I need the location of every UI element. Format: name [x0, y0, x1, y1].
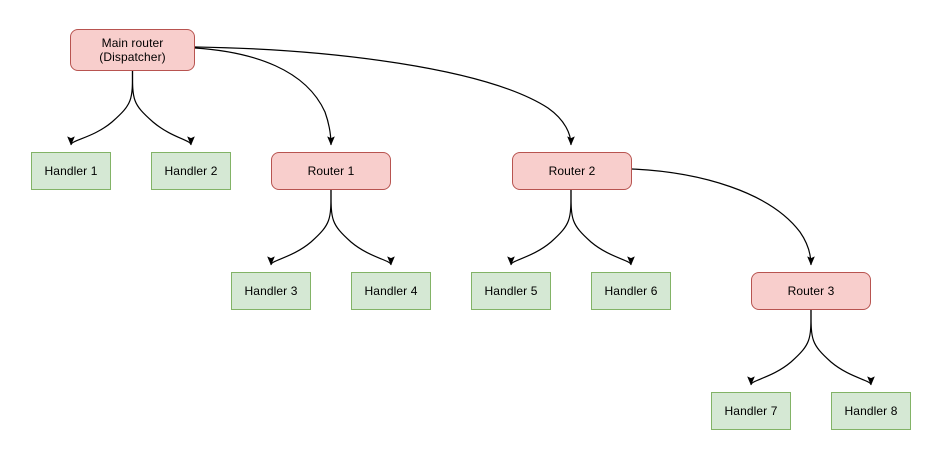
edge-main-to-handler-1: [67, 70, 134, 146]
node-handler-4-label: Handler 4: [364, 284, 418, 298]
edge-main-to-router-1: [194, 47, 335, 146]
node-handler-8[interactable]: Handler 8: [831, 392, 911, 430]
node-handler-5[interactable]: Handler 5: [471, 272, 551, 310]
node-router-3[interactable]: Router 3: [751, 272, 871, 310]
edge-router-2-to-handler-5: [507, 189, 572, 266]
node-main-router[interactable]: Main router (Dispatcher): [70, 29, 195, 71]
node-handler-2[interactable]: Handler 2: [151, 152, 231, 190]
node-handler-6-label: Handler 6: [604, 284, 658, 298]
node-router-3-label: Router 3: [787, 284, 835, 298]
node-router-2[interactable]: Router 2: [512, 152, 632, 190]
edge-router-3-to-handler-7: [747, 309, 812, 386]
edge-router-2-to-router-3: [631, 168, 815, 266]
edge-router-2-to-handler-6: [570, 189, 635, 266]
node-handler-1[interactable]: Handler 1: [31, 152, 111, 190]
node-router-2-label: Router 2: [548, 164, 596, 178]
edge-main-to-handler-2: [131, 70, 195, 146]
node-handler-5-label: Handler 5: [484, 284, 538, 298]
node-handler-1-label: Handler 1: [44, 164, 98, 178]
node-handler-4[interactable]: Handler 4: [351, 272, 431, 310]
node-main-router-label: Main router (Dispatcher): [99, 36, 166, 64]
edge-router-1-to-handler-4: [330, 189, 395, 266]
node-handler-8-label: Handler 8: [844, 404, 898, 418]
node-handler-7[interactable]: Handler 7: [711, 392, 791, 430]
node-handler-6[interactable]: Handler 6: [591, 272, 671, 310]
edge-router-3-to-handler-8: [810, 309, 875, 386]
edge-main-to-router-2: [194, 46, 575, 146]
node-handler-2-label: Handler 2: [164, 164, 218, 178]
node-handler-7-label: Handler 7: [724, 404, 778, 418]
node-handler-3[interactable]: Handler 3: [231, 272, 311, 310]
edge-router-1-to-handler-3: [267, 189, 332, 266]
node-handler-3-label: Handler 3: [244, 284, 298, 298]
node-router-1-label: Router 1: [307, 164, 355, 178]
node-router-1[interactable]: Router 1: [271, 152, 391, 190]
